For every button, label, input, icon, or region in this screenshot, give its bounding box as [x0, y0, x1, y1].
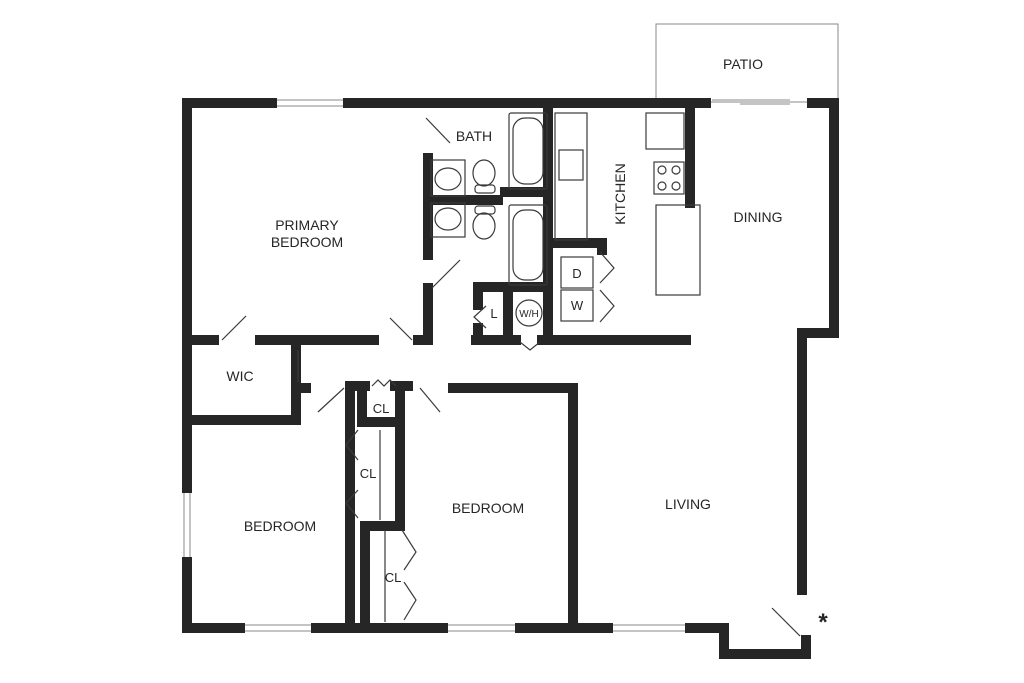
windows — [183, 99, 790, 632]
room-label-bedroom: BEDROOM — [452, 500, 524, 516]
room-label-kitchen: KITCHEN — [612, 163, 628, 224]
linen-label: L — [490, 306, 497, 321]
room-label-patio: PATIO — [723, 56, 763, 72]
water-heater-label: W/H — [519, 309, 538, 320]
room-label-closet: CL — [373, 401, 390, 416]
fixtures — [430, 112, 701, 327]
room-label-living: LIVING — [665, 496, 711, 512]
door-swings — [221, 117, 801, 637]
entry-marker: * — [818, 609, 828, 636]
room-label-primary-1: PRIMARY — [275, 217, 339, 233]
room-label-bedroom: BEDROOM — [244, 518, 316, 534]
room-label-wic: WIC — [226, 368, 253, 384]
dryer-label: D — [572, 266, 581, 281]
walls — [182, 98, 839, 659]
room-label-bath: BATH — [456, 128, 492, 144]
washer-label: W — [571, 298, 584, 313]
room-label-closet: CL — [360, 466, 377, 481]
room-label-primary-2: BEDROOM — [271, 234, 343, 250]
patio-outline — [655, 23, 839, 103]
room-label-dining: DINING — [734, 209, 783, 225]
room-label-closet: CL — [385, 570, 402, 585]
